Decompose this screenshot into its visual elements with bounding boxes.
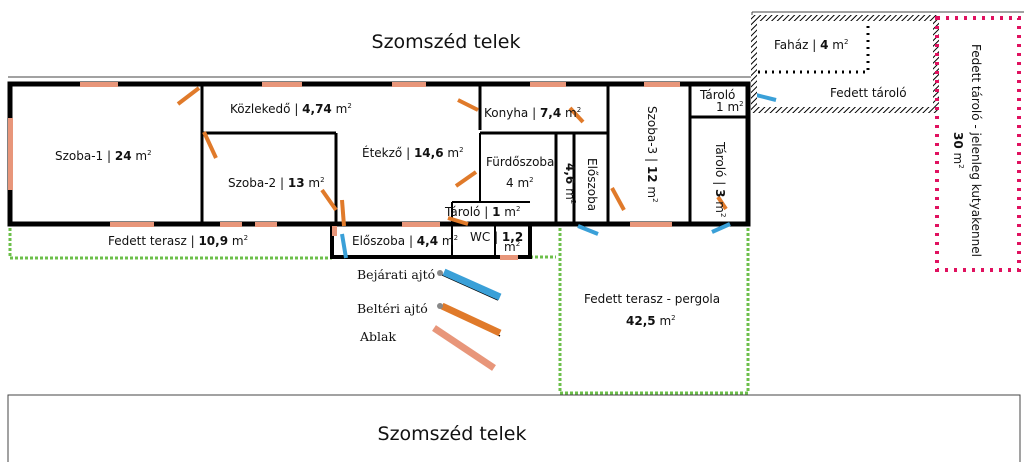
windows [8, 82, 680, 260]
building-walls [7, 81, 751, 259]
legend-interior-door-label: Beltéri ajtó [357, 301, 428, 316]
room-kozlekedo-label: Közlekedő | 4,74 m2 [230, 102, 352, 116]
room-tarolo-mid-label: Tároló | 3 m2 [713, 141, 727, 217]
legend-entrance-door-label: Bejárati ajtó [357, 267, 435, 282]
room-tarolo-small-name: Tároló [699, 88, 735, 102]
room-furdoszoba-area: 4 m2 [506, 176, 534, 190]
room-fedett-terasz-label: Fedett terasz | 10,9 m2 [108, 234, 248, 248]
room-pergola-area: 42,5 m2 [626, 314, 676, 328]
room-konyha-label: Konyha | 7,4 m2 [484, 106, 581, 120]
neighbor-lot-bottom-label: Szomszéd telek [378, 423, 527, 445]
room-eloszoba-label: Előszoba | 4,4 m2 [352, 234, 458, 248]
neighbor-lot-top-label: Szomszéd telek [372, 31, 521, 53]
room-szoba2-label: Szoba-2 | 13 m2 [228, 176, 325, 190]
room-szoba3-label: Szoba-3 | 12 m2 [645, 106, 659, 203]
room-kutyakennel-area: 30 m2 [951, 132, 965, 169]
kennel-outline [935, 16, 1021, 272]
room-fahaz-label: Faház | 4 m2 [774, 38, 848, 52]
room-eloszoba-vertical-name: Előszoba [585, 158, 599, 211]
room-tarolo-wc-label: Tároló | 1 m2 [444, 205, 520, 219]
room-kutyakennel-name: Fedett tároló - jelenleg kutyakennel [969, 44, 983, 257]
room-fedett-tarolo-label: Fedett tároló [830, 86, 907, 100]
interior-doors [176, 86, 728, 227]
room-furdoszoba-name: Fürdőszoba [486, 155, 554, 169]
room-szoba1-label: Szoba-1 | 24 m2 [55, 149, 152, 163]
room-wc-label: WC | 1,2 [470, 230, 523, 244]
room-tarolo-small-area: 1 m2 [716, 100, 744, 114]
room-etkezo-label: Étekző | 14,6 m2 [362, 145, 464, 160]
legend-window-label: Ablak [359, 329, 396, 344]
legend-symbols [432, 268, 502, 371]
room-wc-unit: m2 [504, 240, 520, 254]
room-eloszoba-vertical-area: 4,6 m2 [563, 163, 577, 204]
room-pergola-name: Fedett terasz - pergola [584, 292, 720, 306]
